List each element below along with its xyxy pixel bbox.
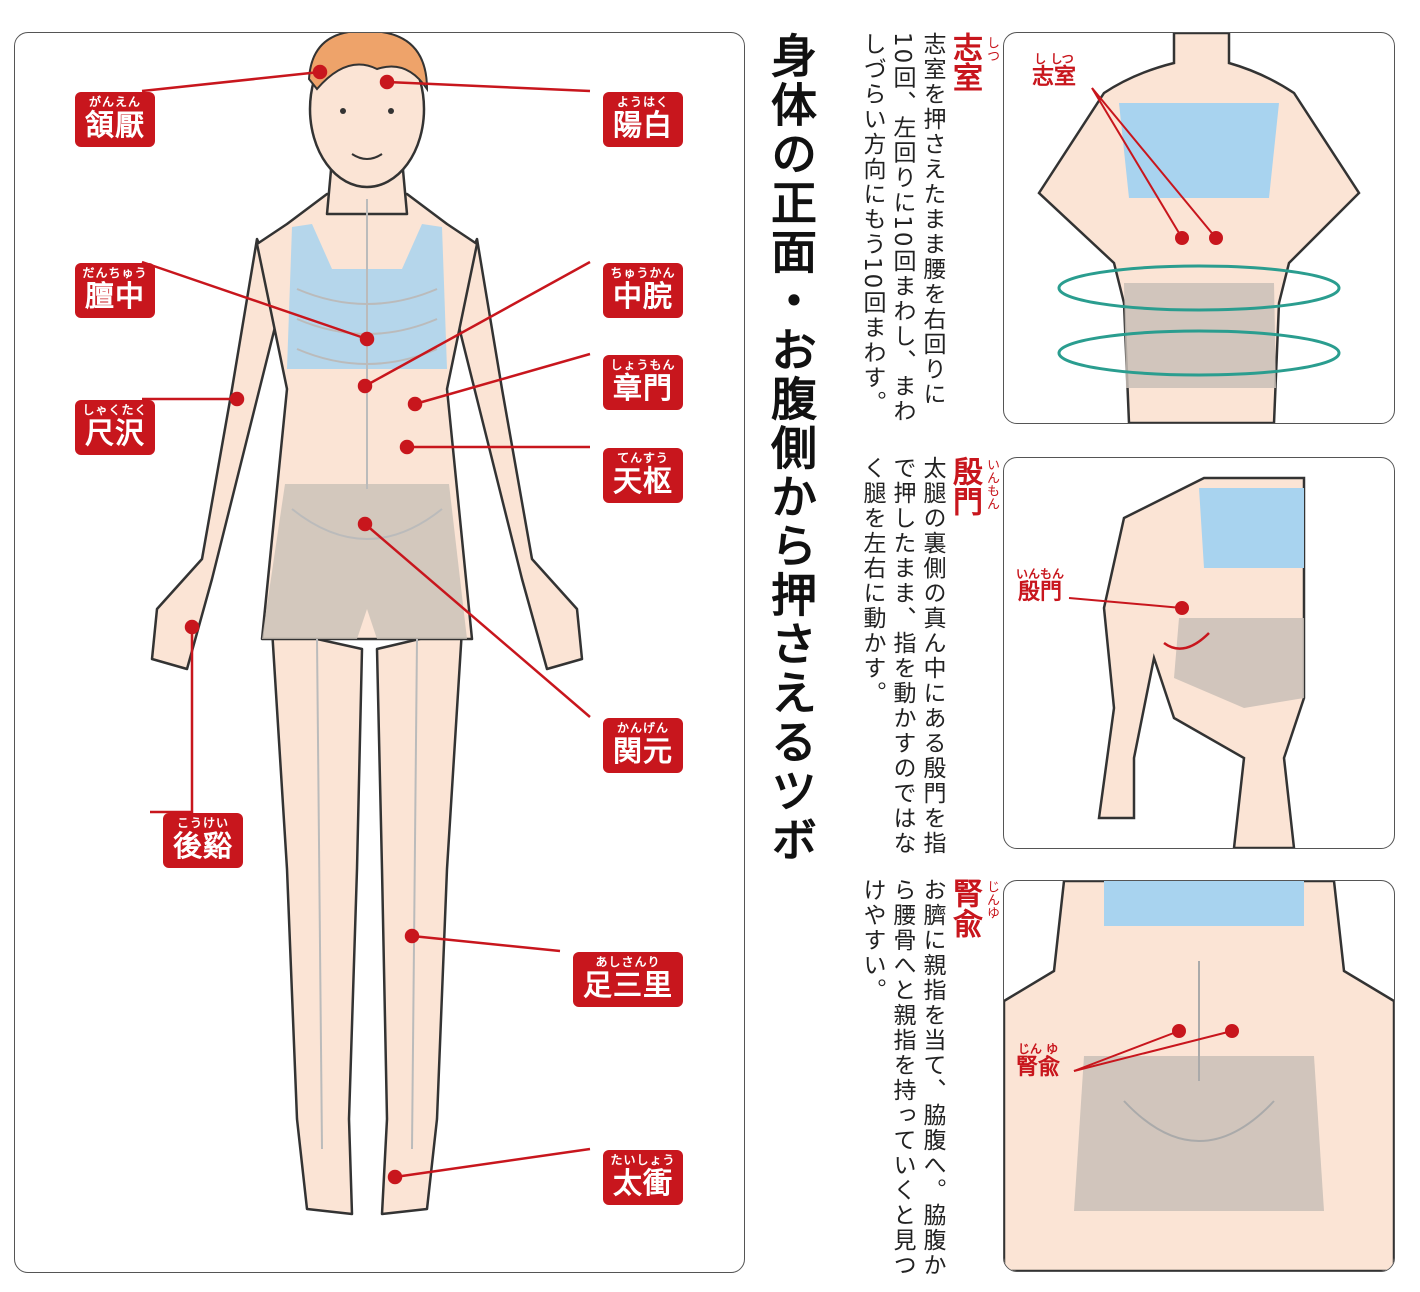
jinyu-heading: 腎兪: [947, 878, 982, 938]
point-tag-kangen: かんげん関元: [603, 718, 683, 773]
point-name: 頷厭: [84, 108, 145, 142]
reading: たいしょう: [610, 1153, 676, 1167]
reading: あしさんり: [595, 955, 661, 969]
jinyu-illustration-panel: じん ゆ 腎兪: [1003, 880, 1395, 1272]
reading: だんちゅう: [82, 266, 148, 280]
jinyu-description: お臍に親指を当て、脇腹へ。脇腹から腰骨へと親指を持っていくと見つけやすい。: [859, 878, 945, 1278]
inmon-illustration-panel: いんもん 殷門: [1003, 457, 1395, 849]
point-tag-koukei: こうけい後谿: [163, 813, 243, 868]
back-waist-illustration: [1037, 33, 1361, 423]
point-tag-taisho: たいしょう太衝: [603, 1150, 683, 1205]
lower-back-illustration: [1004, 881, 1394, 1271]
point-name: 太衝: [612, 1166, 673, 1200]
point-name: 足三里: [582, 968, 673, 1002]
point-name: 関元: [612, 734, 673, 768]
reading: ようはく: [616, 95, 669, 109]
reading: ちゅうかん: [610, 266, 676, 280]
point-tag-tensu: てんすう天枢: [603, 448, 683, 503]
point-name: 殷門: [1018, 580, 1063, 605]
inmon-callout: いんもん 殷門: [1016, 568, 1064, 605]
raised-leg-illustration: [1068, 476, 1306, 848]
shishitsu-illustration-panel: し しつ 志室: [1003, 32, 1395, 424]
point-tag-danchu: だんちゅう膻中: [75, 263, 155, 318]
reading: し しつ: [1034, 52, 1074, 66]
reading: しゃくたく: [82, 403, 148, 417]
point-name: 天枢: [612, 464, 673, 498]
point-name: 中脘: [612, 279, 673, 313]
point-name: 尺沢: [84, 416, 145, 450]
inmon-description: 太腿の裏側の真ん中にある殷門を指で押したまま、指を動かすのではなく腿を左右に動か…: [859, 456, 945, 856]
point-tag-ashisanri: あしさんり足三里: [573, 952, 683, 1007]
shishitsu-callout: し しつ 志室: [1032, 53, 1076, 90]
point-name: 志室: [1032, 65, 1077, 90]
point-tag-shakutaku: しゃくたく尺沢: [75, 400, 155, 455]
reading: じん ゆ: [1017, 1042, 1059, 1056]
jinyu-callout: じん ゆ 腎兪: [1016, 1043, 1060, 1080]
jinyu-reading: じんゆ: [984, 880, 999, 919]
reading: てんすう: [617, 451, 669, 465]
point-name: 章門: [612, 371, 673, 405]
shishitsu-reading: しつ: [984, 36, 999, 62]
point-tag-shomon: しょうもん章門: [603, 355, 683, 410]
page-title: 身体の正面・お腹側から押さえるツボ: [764, 32, 818, 865]
reading: かんげん: [616, 721, 669, 735]
point-name: 腎兪: [1016, 1055, 1061, 1080]
point-name: 陽白: [612, 108, 673, 142]
point-name: 膻中: [84, 279, 145, 313]
reading: こうけい: [176, 816, 229, 830]
front-body-illustration: [141, 33, 591, 1216]
inmon-reading: いんもん: [984, 458, 999, 510]
shishitsu-description: 志室を押さえたまま腰を右回りに10回、左回りに10回まわし、まわしづらい方向にも…: [859, 32, 945, 424]
point-tag-ganen: がんえん頷厭: [75, 92, 155, 147]
point-tag-chukan: ちゅうかん中脘: [603, 263, 683, 318]
point-name: 後谿: [172, 829, 233, 863]
point-tag-youhaku: ようはく陽白: [603, 92, 683, 147]
reading: いんもん: [1016, 567, 1065, 581]
reading: しょうもん: [610, 358, 676, 372]
inmon-heading: 殷門: [947, 456, 982, 516]
front-body-panel: [14, 32, 745, 1273]
shishitsu-heading: 志室: [947, 32, 982, 92]
reading: がんえん: [88, 95, 141, 109]
